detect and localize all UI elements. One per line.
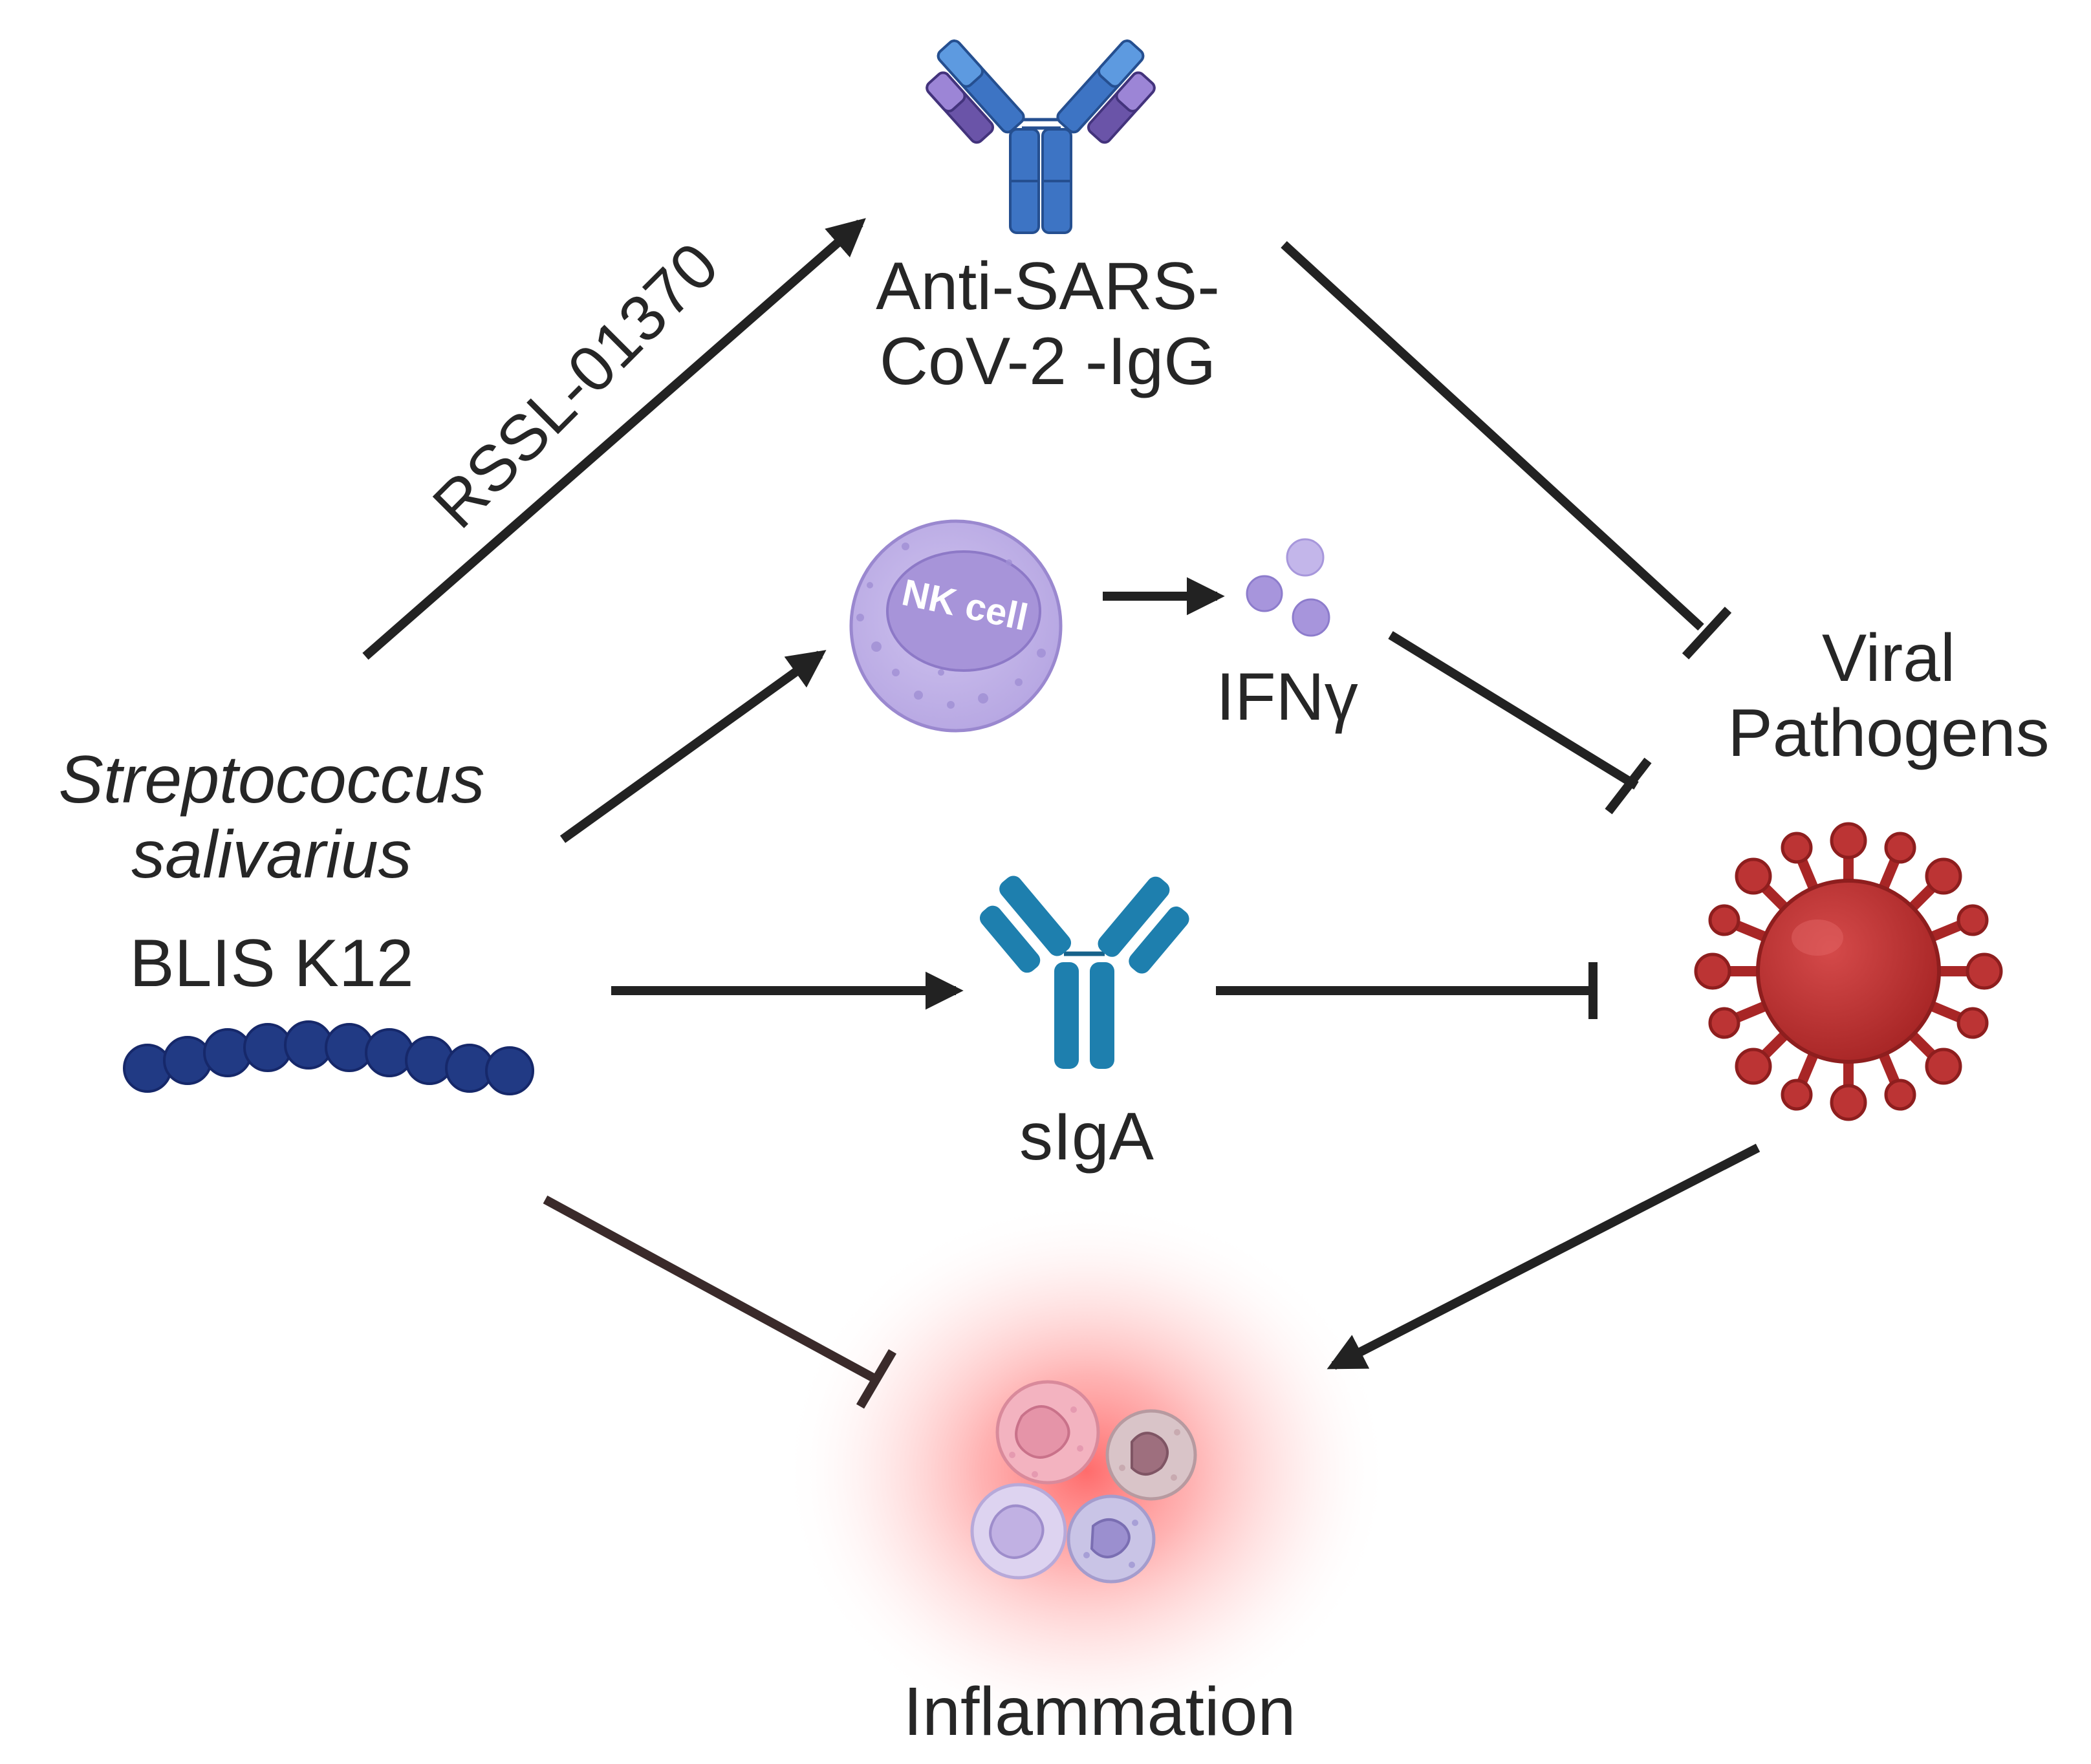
nk-cell-icon: NK cell [849, 519, 1063, 733]
streptococcus-label-line1: Streptococcus [58, 742, 485, 817]
anti-igg-label: Anti-SARS- CoV-2 -IgG [796, 249, 1300, 400]
inflammation-label: Inflammation [903, 1673, 1296, 1750]
arrow-k12-to-nk [559, 650, 827, 843]
streptococcus-label-line2: salivarius [131, 817, 412, 893]
siga-antibody-icon [979, 876, 1189, 1069]
eosinophil-cell-icon [1105, 1409, 1197, 1501]
anti-igg-label-line1: Anti-SARS- [876, 249, 1220, 324]
inflammation-glow [783, 1199, 1391, 1743]
anti-igg-label-line2: CoV-2 -IgG [879, 324, 1217, 400]
strain-label: BLIS K12 [129, 926, 414, 1001]
bacteria-chain-icon [123, 1020, 534, 1095]
ifn-gamma-molecules-icon [1246, 538, 1330, 637]
inflammatory-cells-icon [970, 1380, 1197, 1584]
ifn-gamma-label: IFNγ [1216, 660, 1358, 735]
viral-pathogens-label-line1: Viral [1821, 621, 1956, 696]
lymphocyte-cell-icon [970, 1483, 1067, 1580]
inhibit-ifn-viral [1388, 631, 1652, 815]
neutrophil-cell-icon [995, 1380, 1100, 1485]
arrow-k12-to-igg [362, 218, 866, 660]
inhibit-siga-viral [1216, 962, 1598, 1019]
arrow-viral-to-inflammation [1327, 1143, 1761, 1370]
viral-pathogens-label-line2: Pathogens [1728, 696, 2050, 771]
virus-icon [1694, 822, 2003, 1121]
basophil-cell-icon [1067, 1494, 1156, 1584]
inhibit-igg-viral [1281, 241, 1732, 660]
viral-pathogens-label: Viral Pathogens [1682, 621, 2091, 771]
streptococcus-label: Streptococcus salivarius [6, 742, 537, 893]
igg-antibody-icon [926, 39, 1156, 234]
siga-label: sIgA [1019, 1099, 1154, 1174]
inhibit-k12-inflammation [543, 1195, 897, 1409]
